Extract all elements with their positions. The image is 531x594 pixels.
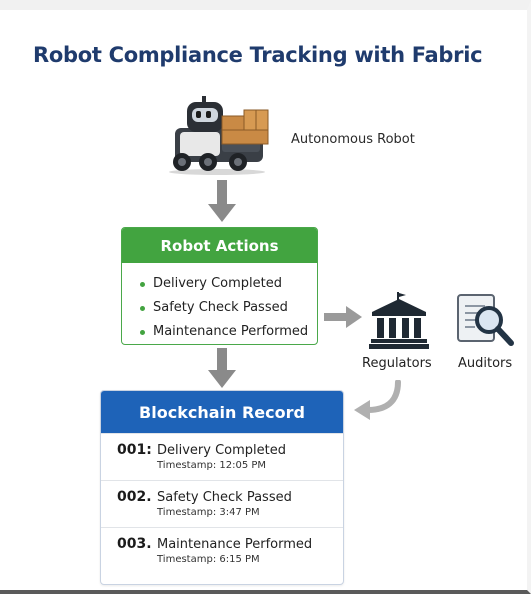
table-row: 003. Maintenance Performed Timestamp: 6:… — [101, 527, 343, 574]
record-id: 001: — [117, 442, 152, 458]
record-event: Maintenance Performed — [157, 537, 313, 552]
robot-actions-header: Robot Actions — [122, 228, 317, 263]
record-id: 002. — [117, 489, 152, 505]
diagram-title: Robot Compliance Tracking with Fabric — [33, 43, 483, 67]
record-event: Safety Check Passed — [157, 490, 292, 505]
blockchain-header: Blockchain Record — [101, 391, 343, 433]
regulators-label: Regulators — [362, 356, 432, 371]
record-event: Delivery Completed — [157, 443, 286, 458]
table-row: 002. Safety Check Passed Timestamp: 3:47… — [101, 480, 343, 527]
robot-icon — [169, 96, 269, 175]
table-row: 001: Delivery Completed Timestamp: 12:05… — [101, 433, 343, 480]
robot-actions-box: Robot Actions Delivery Completed Safety … — [121, 227, 318, 345]
action-label: Safety Check Passed — [153, 300, 288, 315]
record-main: 001: Delivery Completed — [117, 442, 343, 458]
list-item: Maintenance Performed — [140, 320, 317, 344]
record-main: 003. Maintenance Performed — [117, 536, 343, 552]
record-id: 003. — [117, 536, 152, 552]
list-item: Safety Check Passed — [140, 296, 317, 320]
arrow-curved-regulators-to-blockchain — [354, 380, 401, 420]
arrow-down-robot-to-actions — [208, 180, 236, 222]
blockchain-record-box: Blockchain Record 001: Delivery Complete… — [100, 390, 344, 585]
bullet-icon — [140, 329, 145, 335]
robot-label: Autonomous Robot — [291, 132, 415, 147]
arrow-down-actions-to-blockchain — [208, 348, 236, 388]
bullet-icon — [140, 281, 145, 287]
audit-document-icon — [457, 294, 514, 346]
action-label: Delivery Completed — [153, 276, 282, 291]
bullet-icon — [140, 305, 145, 311]
record-timestamp: Timestamp: 3:47 PM — [157, 507, 260, 518]
record-timestamp: Timestamp: 6:15 PM — [157, 554, 260, 565]
bank-icon — [369, 292, 429, 349]
record-main: 002. Safety Check Passed — [117, 489, 343, 505]
arrow-right-actions-to-regulators — [324, 306, 362, 328]
auditors-label: Auditors — [458, 356, 513, 371]
record-timestamp: Timestamp: 12:05 PM — [157, 460, 267, 471]
robot-actions-list: Delivery Completed Safety Check Passed M… — [122, 263, 317, 344]
action-label: Maintenance Performed — [153, 324, 309, 339]
list-item: Delivery Completed — [140, 272, 317, 296]
